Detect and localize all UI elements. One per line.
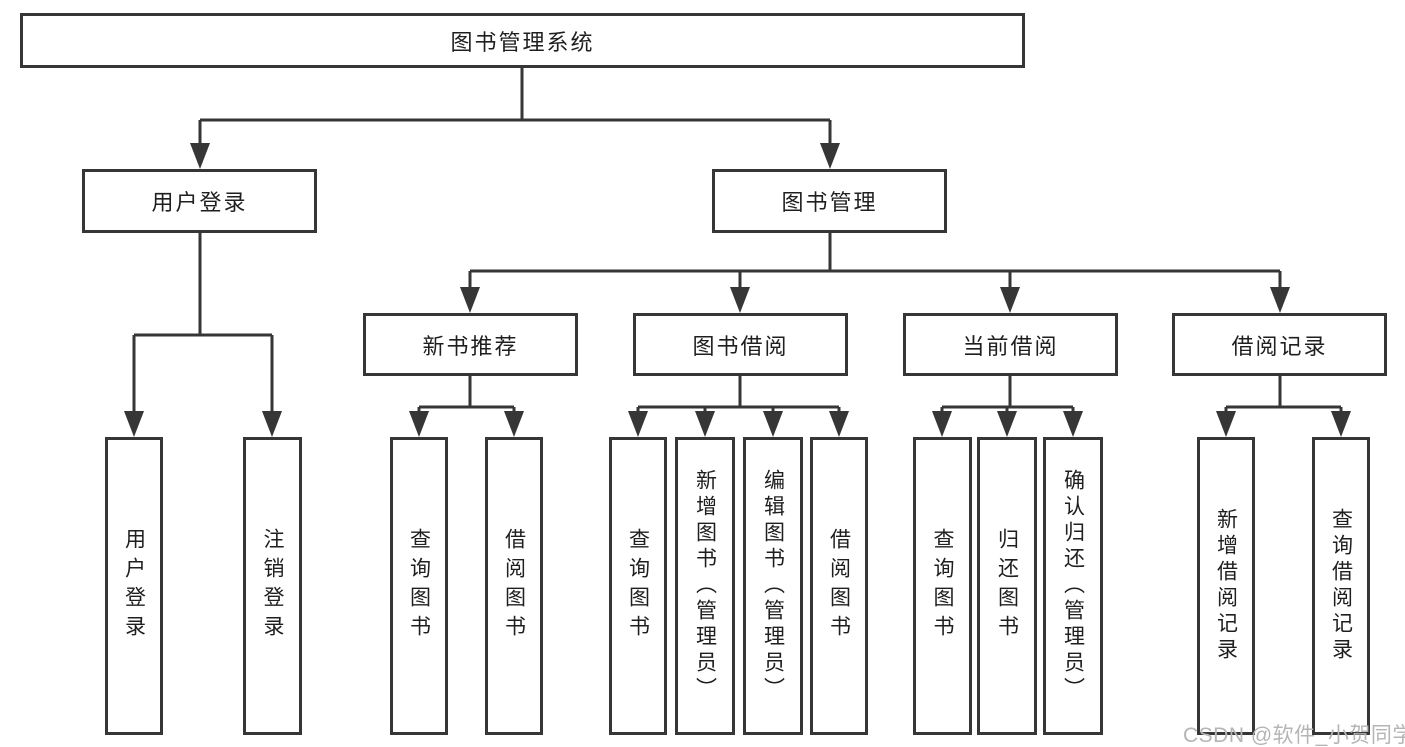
node-new-book-recommend: 新书推荐	[363, 313, 578, 376]
csdn-watermark: CSDN @软件_小贺同学	[1183, 724, 1405, 747]
leaf-logout: 注销登录	[243, 437, 302, 735]
node-root-library-system: 图书管理系统	[20, 13, 1025, 68]
arrowheads	[124, 143, 1351, 437]
leaf-user-login: 用户登录	[105, 437, 163, 735]
leaf-query-books-current: 查询图书	[913, 437, 972, 735]
node-current-borrowing: 当前借阅	[903, 313, 1118, 376]
node-borrow-records: 借阅记录	[1172, 313, 1387, 376]
leaf-return-books: 归还图书	[977, 437, 1037, 735]
leaf-query-borrow-record: 查询借阅记录	[1312, 437, 1370, 735]
node-book-management-branch: 图书管理	[712, 169, 947, 233]
leaf-query-books-recommend: 查询图书	[390, 437, 448, 735]
leaf-edit-books-admin: 编辑图书（管理员）	[743, 437, 803, 735]
leaf-add-books-admin: 新增图书（管理员）	[675, 437, 735, 735]
leaf-borrow-books: 借阅图书	[810, 437, 868, 735]
node-book-borrowing: 图书借阅	[633, 313, 848, 376]
leaf-query-books-borrowing: 查询图书	[609, 437, 667, 735]
node-user-login-branch: 用户登录	[82, 169, 317, 233]
leaf-confirm-return-admin: 确认归还（管理员）	[1043, 437, 1103, 735]
leaf-add-borrow-record: 新增借阅记录	[1197, 437, 1255, 735]
leaf-borrow-books-recommend: 借阅图书	[485, 437, 543, 735]
